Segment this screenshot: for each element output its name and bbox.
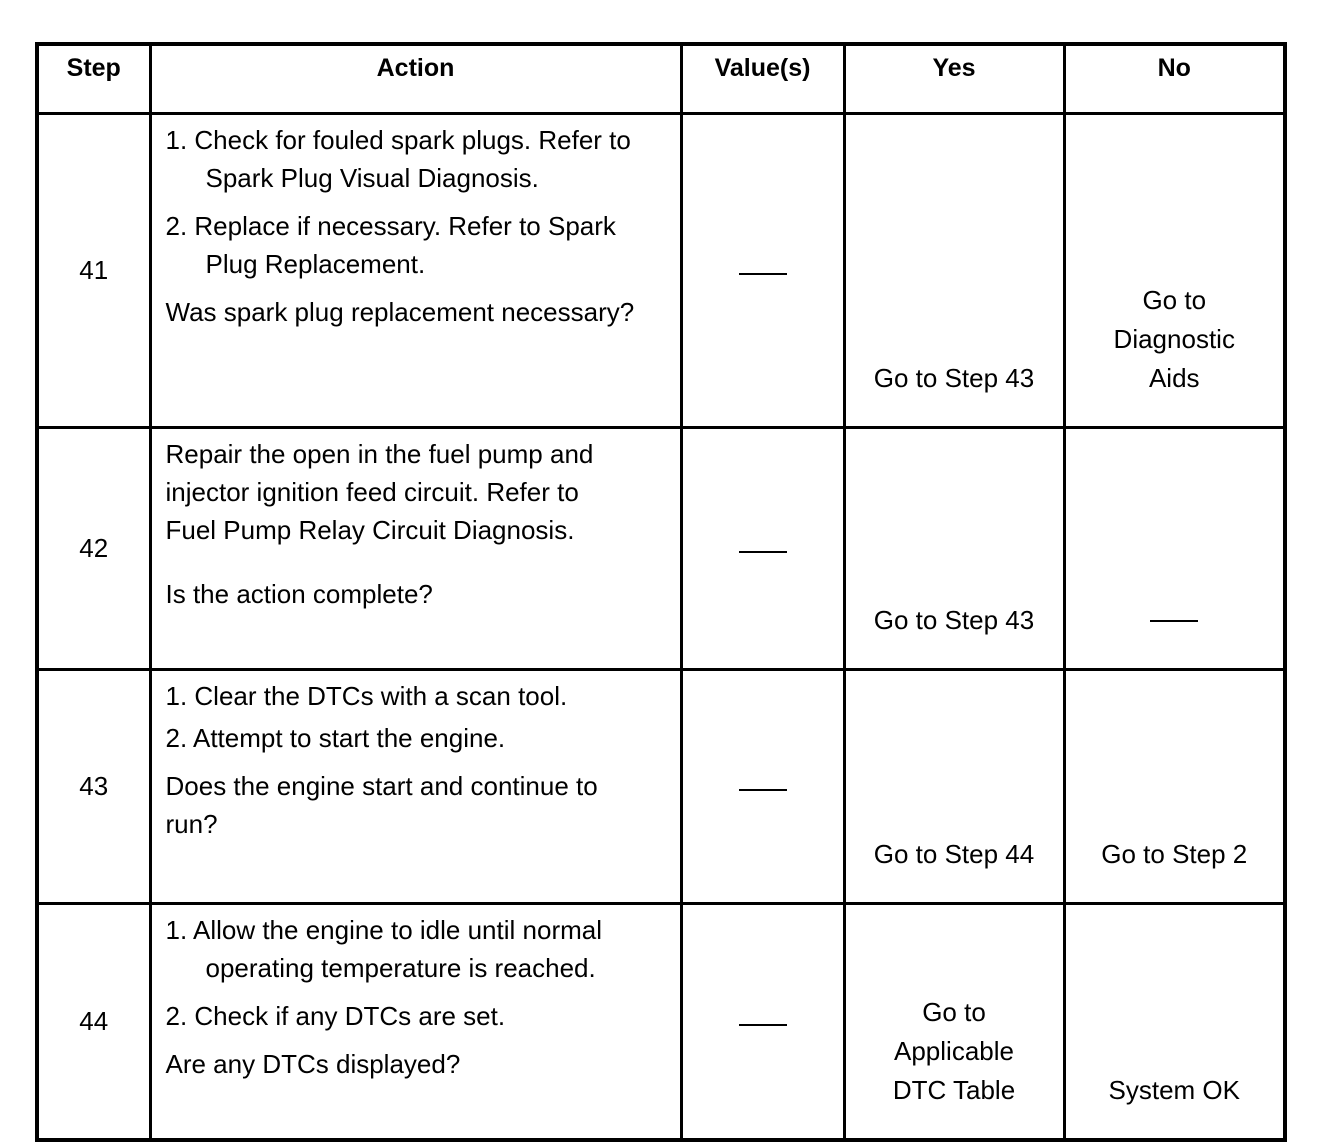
action-question: Is the action complete? xyxy=(165,578,433,609)
action-item: 1. Check for fouled spark plugs. Refer t… xyxy=(165,124,631,193)
header-action: Action xyxy=(148,42,683,115)
no-cell: Go to Step 2 xyxy=(1062,667,1287,905)
action-question: Does the engine start and continue to ru… xyxy=(165,770,598,839)
step-number: 41 xyxy=(35,111,152,429)
empty-value-dash xyxy=(738,1023,787,1026)
yes-cell: Go to Applicable DTC Table xyxy=(842,901,1066,1141)
action-item: 1. Allow the engine to idle until normal… xyxy=(165,914,603,983)
empty-no-dash xyxy=(1150,619,1199,622)
action-item: 2. Attempt to start the engine. xyxy=(165,722,506,753)
step-number: 44 xyxy=(35,901,152,1141)
action-item: 2. Check if any DTCs are set. xyxy=(165,1000,506,1031)
empty-value-dash xyxy=(738,272,787,275)
table-row: 41 1. Check for fouled spark plugs. Refe… xyxy=(35,111,1287,429)
yes-text: Go to Applicable DTC Table xyxy=(892,996,1016,1105)
action-text: Repair the open in the fuel pump and inj… xyxy=(165,438,594,545)
yes-cell: Go to Step 43 xyxy=(842,111,1066,429)
action-cell: Repair the open in the fuel pump and inj… xyxy=(148,425,683,671)
header-values: Value(s) xyxy=(679,42,846,115)
action-item: 2. Replace if necessary. Refer to Spark … xyxy=(165,210,616,279)
value-cell xyxy=(679,901,846,1141)
value-cell xyxy=(679,667,846,905)
action-cell: 1. Allow the engine to idle until normal… xyxy=(148,901,683,1141)
diagnostic-table: Step Action Value(s) Yes No 41 1. Check … xyxy=(35,42,1287,1142)
no-cell: Go to Diagnostic Aids xyxy=(1062,111,1287,429)
header-step: Step xyxy=(35,42,152,115)
no-text: Go to Diagnostic Aids xyxy=(1113,284,1235,393)
action-cell: 1. Clear the DTCs with a scan tool. 2. A… xyxy=(148,667,683,905)
action-question: Are any DTCs displayed? xyxy=(165,1048,461,1079)
action-item: 1. Clear the DTCs with a scan tool. xyxy=(165,680,568,711)
step-number: 43 xyxy=(35,667,152,905)
yes-cell: Go to Step 43 xyxy=(842,425,1066,671)
empty-value-dash xyxy=(738,788,787,791)
step-number: 42 xyxy=(35,425,152,671)
header-row: Step Action Value(s) Yes No xyxy=(35,42,1287,115)
header-no: No xyxy=(1062,42,1287,115)
table-row: 42 Repair the open in the fuel pump and … xyxy=(35,425,1287,671)
no-cell: System OK xyxy=(1062,901,1287,1141)
empty-value-dash xyxy=(738,550,787,553)
table-row: 44 1. Allow the engine to idle until nor… xyxy=(35,901,1287,1141)
table-row: 43 1. Clear the DTCs with a scan tool. 2… xyxy=(35,667,1287,905)
header-yes: Yes xyxy=(842,42,1066,115)
action-question: Was spark plug replacement necessary? xyxy=(165,296,635,327)
yes-cell: Go to Step 44 xyxy=(842,667,1066,905)
action-cell: 1. Check for fouled spark plugs. Refer t… xyxy=(148,111,683,429)
value-cell xyxy=(679,111,846,429)
no-cell xyxy=(1062,425,1287,671)
value-cell xyxy=(679,425,846,671)
